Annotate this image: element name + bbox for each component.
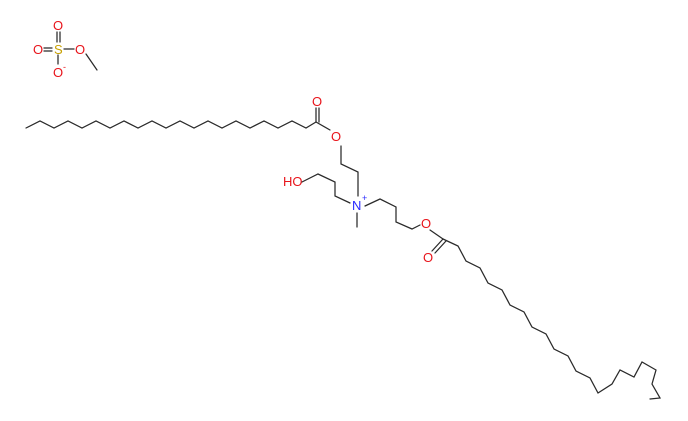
hydroxyl-label: HO [283, 174, 303, 189]
upper-acyl-chain: O O [25, 94, 341, 144]
hydroxyethyl-link [301, 173, 351, 204]
lower-carbonyl-o: O [423, 250, 433, 265]
nitrogen-atom: N [352, 198, 361, 213]
o-methyl-bond [85, 53, 98, 71]
sulfate-o-right: O [75, 42, 85, 57]
lower-alkyl-chain [442, 238, 662, 400]
upper-ester-bond [315, 121, 331, 131]
sulfate-o-left: O [33, 42, 43, 57]
sulfate-o-bottom: O [53, 65, 63, 80]
upper-alkyl-chain [25, 120, 317, 129]
lower-carbonyl-bond-2 [434, 240, 447, 254]
sulfate-o-top: O [53, 18, 63, 33]
lower-carbonyl-bond [431, 238, 444, 252]
lower-ester-bond [429, 229, 444, 240]
methyl-sulfate-group: O O S O O - [33, 18, 98, 80]
lower-acyl-chain: O O [421, 216, 662, 400]
sulfate-s: S [54, 42, 63, 57]
hydroxyethyl-group: HO [283, 173, 351, 204]
lower-ester-o: O [421, 216, 431, 231]
upper-ethylene-link [340, 145, 359, 197]
quaternary-ammonium: N + [352, 193, 421, 230]
upper-carbonyl-o: O [312, 94, 322, 109]
upper-ester-o: O [331, 129, 341, 144]
lower-ethylene-link [364, 198, 421, 230]
sulfate-charge: - [63, 62, 66, 72]
nitrogen-charge: + [362, 193, 367, 203]
